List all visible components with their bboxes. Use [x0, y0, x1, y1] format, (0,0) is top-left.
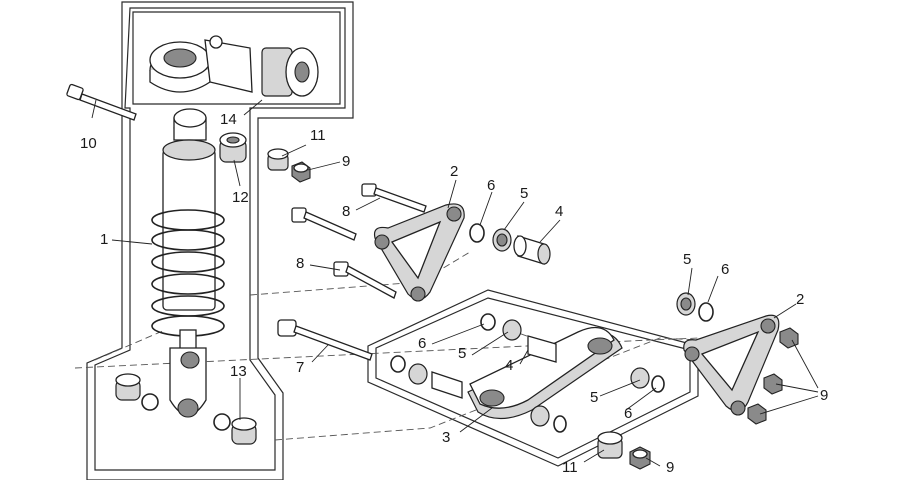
- bolt-part-10: [66, 83, 137, 121]
- reservoir-part-14: [149, 35, 319, 97]
- linkage-group-outline: [367, 289, 699, 467]
- callout-12: 12: [232, 189, 249, 206]
- linkage-seal-part-6-b: [390, 355, 406, 373]
- linkage-bearing-part-5-c: [630, 367, 650, 389]
- linkage-spacer-part-4-a: [527, 335, 557, 363]
- bearing-part-5-right: [676, 292, 696, 316]
- callout-9: 9: [820, 387, 828, 404]
- bolt-part-8-lower: [333, 261, 397, 299]
- linkage-bearing-part-5-d: [530, 405, 550, 427]
- callout-7: 7: [296, 359, 304, 376]
- callout-5: 5: [590, 389, 598, 406]
- callout-8: 8: [296, 255, 304, 272]
- linkage-spacer-part-4-b: [431, 371, 463, 399]
- bolt-part-8-upper: [361, 183, 427, 213]
- callout-4: 4: [505, 357, 513, 374]
- callout-5: 5: [458, 345, 466, 362]
- callout-6: 6: [418, 335, 426, 352]
- nut-part-9-upper: [291, 161, 311, 183]
- spacer-part-11-lower: [597, 431, 623, 459]
- bushing-part-12: [219, 132, 247, 163]
- spring-coils: [151, 209, 225, 337]
- seal-part-6-right: [698, 302, 714, 322]
- rocker-plate-part-2-right: [683, 314, 780, 416]
- callout-6: 6: [624, 405, 632, 422]
- callout-11: 11: [562, 459, 578, 476]
- linkage-bearing-part-5-b: [408, 363, 428, 385]
- linkage-arm-part-3: [467, 326, 623, 420]
- callout-13: 13: [230, 363, 247, 380]
- callout-9: 9: [342, 153, 350, 170]
- linkage-seal-part-6-c: [651, 375, 665, 393]
- bolt-part-8-middle: [291, 207, 357, 241]
- nuts-part-9-right: [747, 327, 799, 425]
- bolt-part-7: [277, 319, 373, 361]
- callout-14: 14: [220, 111, 237, 128]
- nut-part-9-lower: [629, 446, 651, 470]
- callout-5: 5: [520, 185, 528, 202]
- callout-9: 9: [666, 459, 674, 476]
- seal-ring-part-6-upper: [469, 223, 485, 243]
- callout-5: 5: [683, 251, 691, 268]
- callout-labels: 1 2 2 3 4 4 5 5 5 5 6 6 6 6 7 8 8 9 9 9 …: [80, 111, 828, 476]
- linkage-bearing-part-5-a: [502, 319, 522, 341]
- callout-2: 2: [450, 163, 458, 180]
- linkage-seal-part-6-a: [480, 313, 496, 331]
- shock-absorber-group-outline: [86, 1, 354, 480]
- callout-11: 11: [310, 127, 326, 144]
- callout-10: 10: [80, 135, 97, 152]
- callout-8: 8: [342, 203, 350, 220]
- reservoir-group-outline: [132, 11, 341, 105]
- shock-bushings-part-13: [115, 373, 257, 445]
- callout-6: 6: [487, 177, 495, 194]
- spacer-part-4-upper: [513, 235, 551, 265]
- rocker-plate-part-2-left: [373, 203, 465, 302]
- callout-2: 2: [796, 291, 804, 308]
- spacer-part-11-upper: [267, 148, 289, 171]
- needle-bearing-part-5-upper: [492, 228, 512, 252]
- linkage-seal-part-6-d: [553, 415, 567, 433]
- callout-3: 3: [442, 429, 450, 446]
- callout-1: 1: [100, 231, 108, 248]
- shock-absorber-part-1: [151, 108, 225, 418]
- leader-lines: [91, 99, 819, 467]
- callout-4: 4: [555, 203, 563, 220]
- callout-6: 6: [721, 261, 729, 278]
